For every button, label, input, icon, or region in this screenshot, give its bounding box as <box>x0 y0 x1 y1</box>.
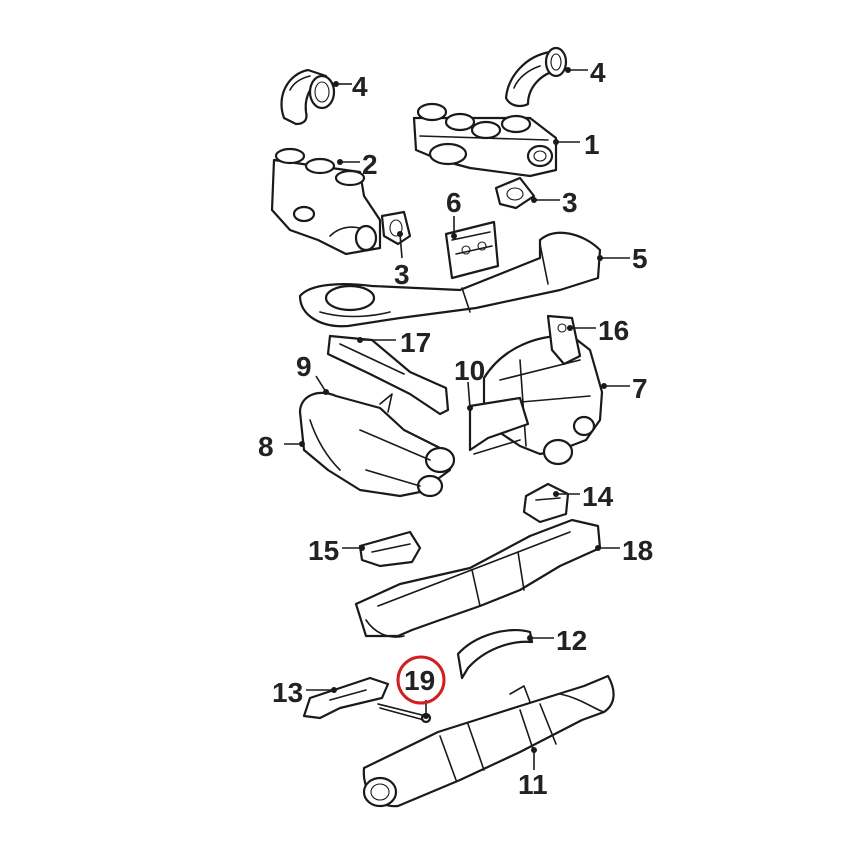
callout-14: 14 <box>582 481 614 512</box>
callout-13: 13 <box>272 677 303 708</box>
part-5-crossover-pipe <box>298 231 602 328</box>
callout-3-left: 3 <box>394 259 410 290</box>
callout-6: 6 <box>446 187 462 218</box>
leader-lines <box>284 67 630 770</box>
callout-15: 15 <box>308 535 339 566</box>
part-17-heat-shield <box>326 334 450 416</box>
callout-10: 10 <box>454 355 485 386</box>
part-2-manifold-left <box>270 147 382 256</box>
part-4-elbow-right <box>504 46 568 108</box>
callout-5: 5 <box>632 243 648 274</box>
callout-labels: 4 4 1 2 3 3 6 5 16 17 9 10 7 8 14 15 18 … <box>258 57 653 800</box>
part-3-gasket-left <box>380 210 412 246</box>
part-13-hanger-bracket <box>302 676 390 720</box>
callout-3-right: 3 <box>562 187 578 218</box>
callout-18: 18 <box>622 535 653 566</box>
callout-19-highlight-ring <box>396 655 446 705</box>
callout-7: 7 <box>632 373 648 404</box>
part-19-hanger-rod <box>377 703 432 724</box>
callout-4-right: 4 <box>590 57 606 88</box>
callout-8: 8 <box>258 431 274 462</box>
part-3-gasket-right <box>494 176 536 210</box>
callout-19: 19 <box>404 665 435 696</box>
part-14-clamp <box>522 482 570 524</box>
part-18-long-heat-shield <box>354 518 602 638</box>
callout-9: 9 <box>296 351 312 382</box>
part-1-manifold-right <box>412 102 558 178</box>
callout-12: 12 <box>556 625 587 656</box>
part-15-bracket <box>358 530 422 568</box>
callout-11: 11 <box>518 769 548 800</box>
part-4-elbow-left <box>280 68 336 126</box>
callout-4-left: 4 <box>352 71 368 102</box>
part-11-rear-muffler <box>362 674 615 808</box>
callout-17: 17 <box>400 327 431 358</box>
callout-1: 1 <box>584 129 600 160</box>
callout-16: 16 <box>598 315 629 346</box>
part-6-heat-plate <box>444 220 500 280</box>
callout-2: 2 <box>362 149 378 180</box>
part-12-strap <box>456 628 534 680</box>
part-8-muffler-left <box>298 391 456 498</box>
part-10-bracket <box>468 396 530 455</box>
